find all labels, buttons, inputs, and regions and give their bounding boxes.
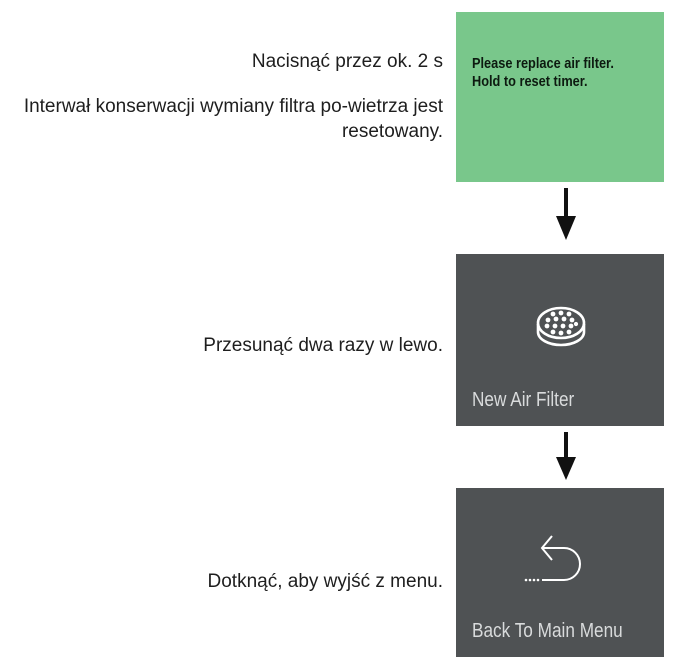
down-arrow-icon xyxy=(556,188,576,240)
back-to-main-menu-screen[interactable]: Back To Main Menu xyxy=(456,488,664,657)
back-arrow-icon xyxy=(524,535,581,582)
replace-filter-screen[interactable]: Please replace air filter. Hold to reset… xyxy=(456,12,664,182)
replace-filter-message: Please replace air filter. Hold to reset… xyxy=(472,55,614,91)
back-to-main-menu-label: Back To Main Menu xyxy=(472,620,623,642)
step-1-note: Interwał konserwacji wymiany filtra po-w… xyxy=(23,96,443,142)
step-2-instruction: Przesunąć dwa razy w lewo. xyxy=(203,335,443,356)
replace-filter-line-1: Please replace air filter. xyxy=(472,56,614,72)
new-air-filter-screen[interactable]: New Air Filter xyxy=(456,254,664,426)
air-filter-icon xyxy=(536,306,586,347)
new-air-filter-label: New Air Filter xyxy=(472,389,575,411)
replace-filter-line-2: Hold to reset timer. xyxy=(472,74,588,90)
step-1-instruction: Nacisnąć przez ok. 2 s xyxy=(251,51,443,72)
down-arrow-icon xyxy=(556,432,576,480)
step-3-instruction: Dotknąć, aby wyjść z menu. xyxy=(207,571,443,592)
